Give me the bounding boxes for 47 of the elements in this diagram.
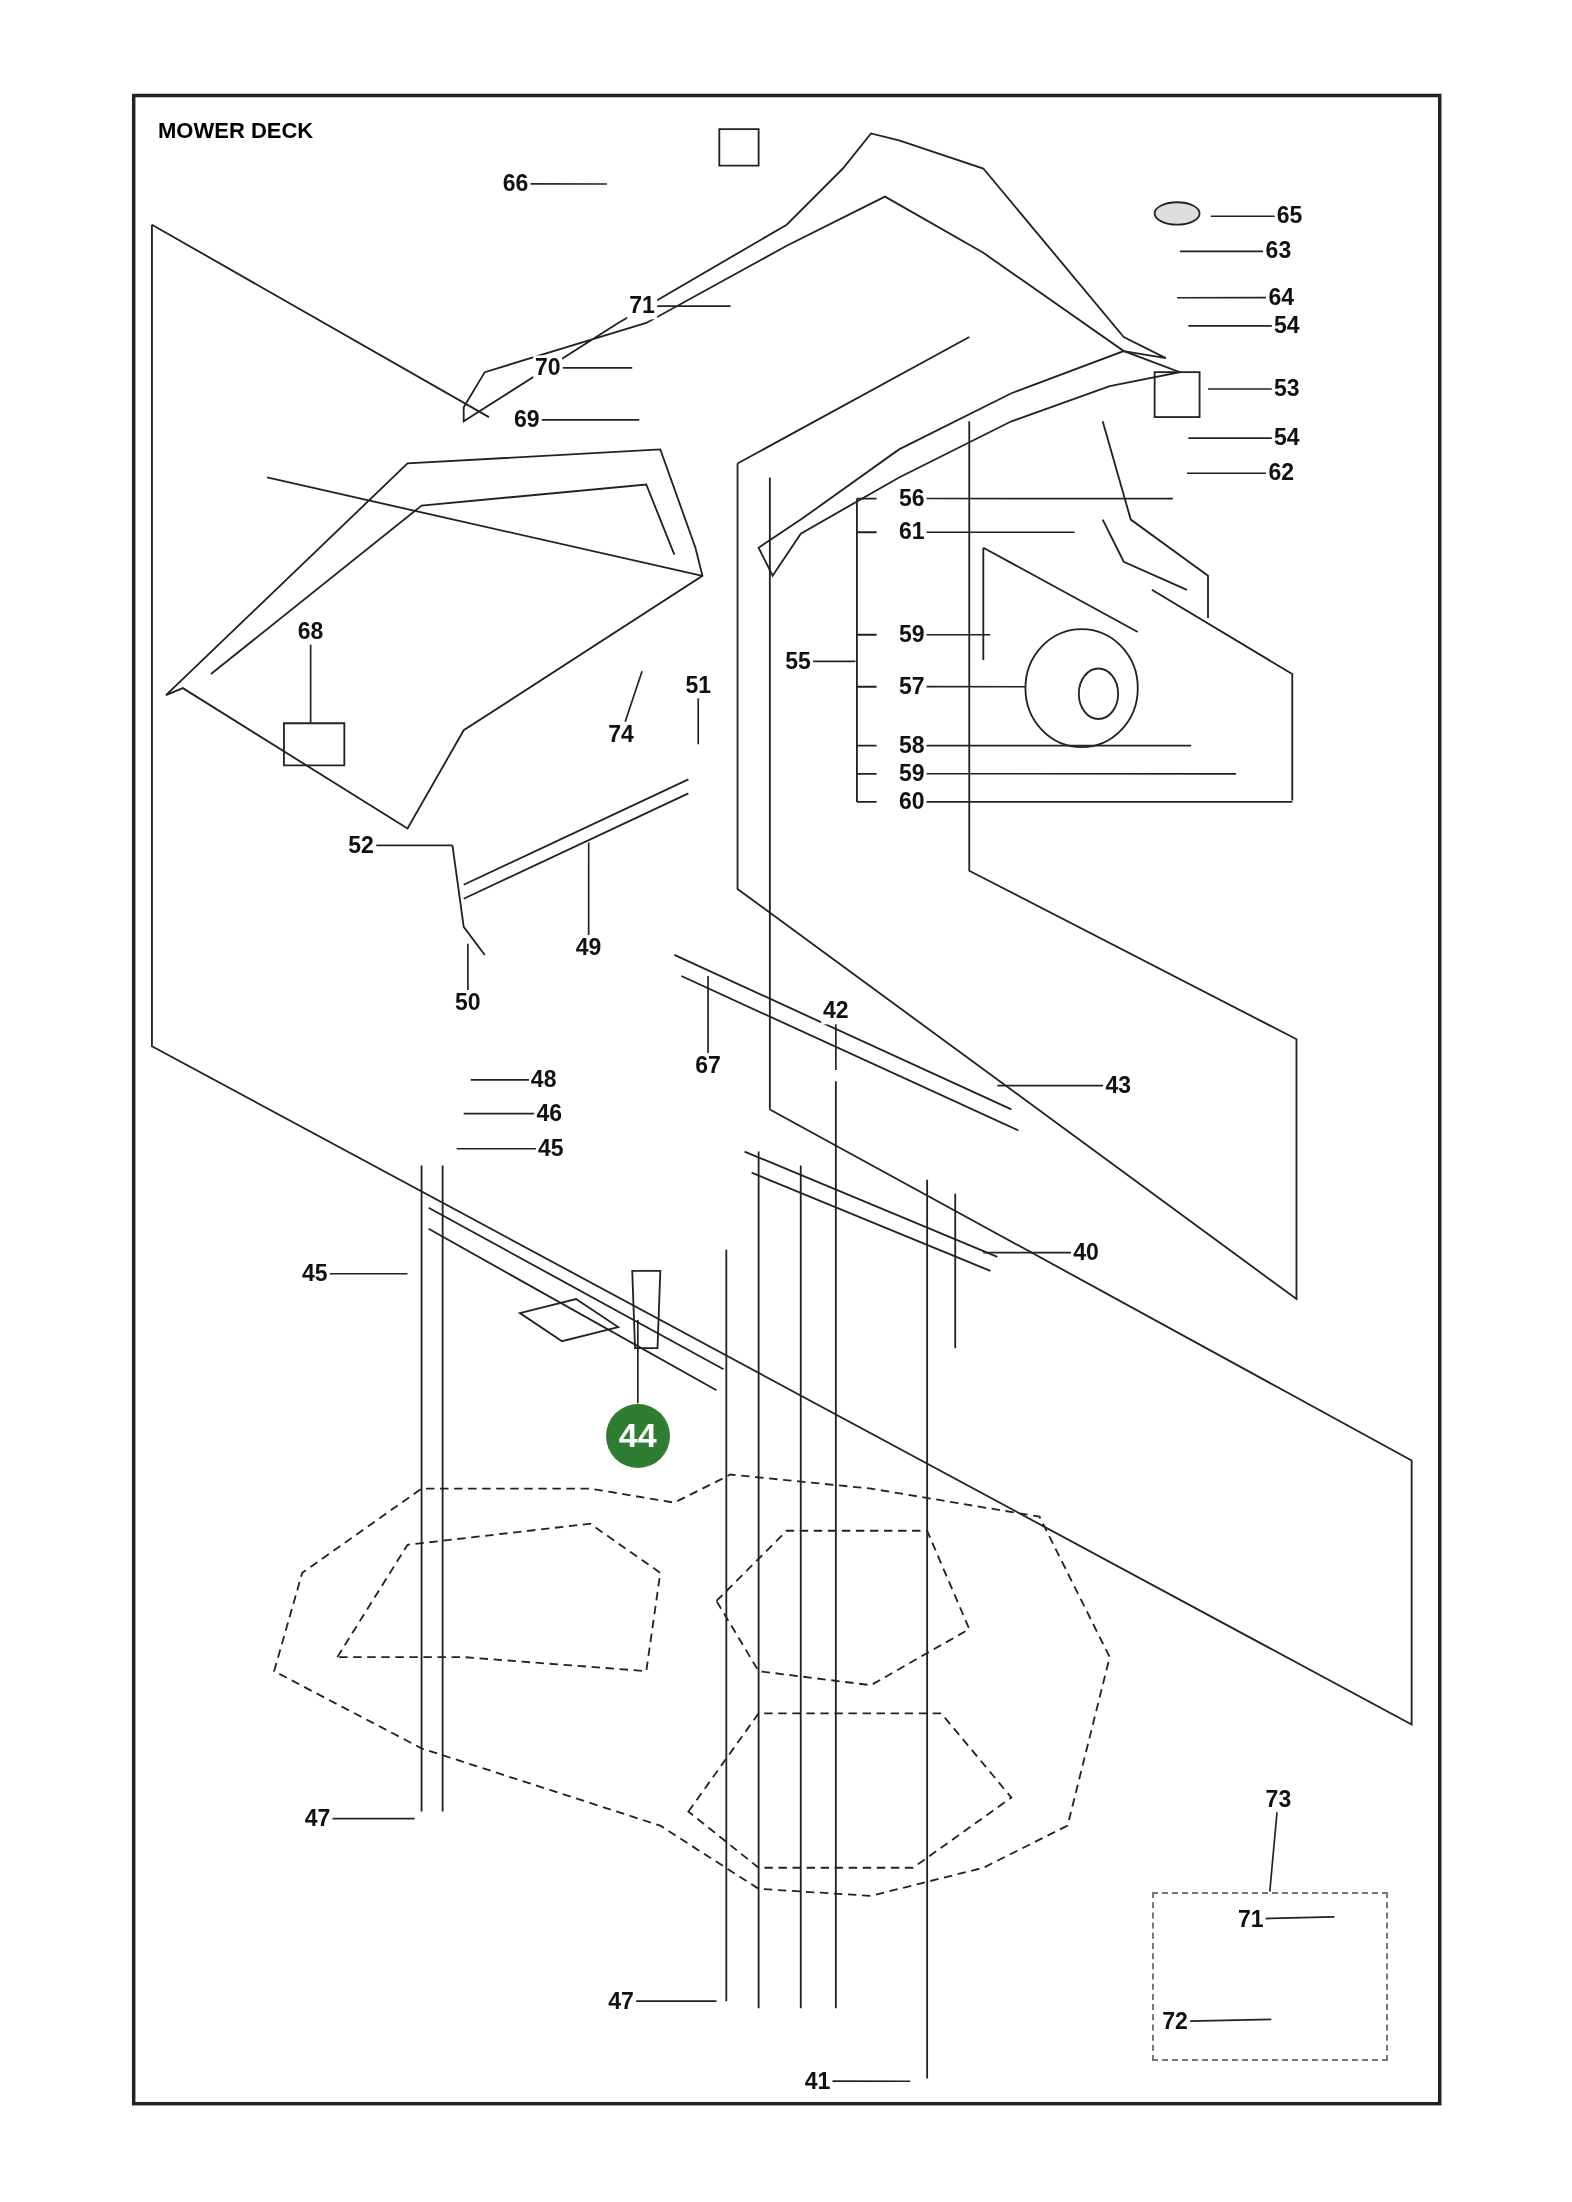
callout-number: 68 xyxy=(295,619,326,645)
leader-line xyxy=(656,305,732,307)
kit-group-box xyxy=(1151,1892,1388,2061)
leader-line xyxy=(1268,1810,1278,1893)
leader-line xyxy=(707,975,709,1055)
leader-line xyxy=(1209,215,1276,218)
callout-number: 42 xyxy=(821,998,851,1025)
leader-line xyxy=(831,2080,912,2083)
leader-line xyxy=(375,844,454,847)
leader-line xyxy=(811,660,857,663)
leader-line xyxy=(982,1251,1072,1254)
callout-number: 70 xyxy=(533,355,563,381)
leader-line xyxy=(1207,388,1273,390)
leader-line xyxy=(455,1147,537,1150)
leader-line xyxy=(1186,472,1268,475)
callout-number: 71 xyxy=(627,293,657,319)
leader-line xyxy=(1187,324,1273,327)
leader-line xyxy=(634,2000,718,2003)
leader-line xyxy=(331,1817,416,1820)
leader-line xyxy=(561,367,634,369)
leader-line xyxy=(469,1079,530,1081)
leader-line xyxy=(925,531,1076,534)
leader-line xyxy=(925,772,1237,775)
leader-line xyxy=(1187,437,1273,439)
leader-line xyxy=(925,801,1294,803)
leader-line xyxy=(925,497,1174,500)
leader-line xyxy=(309,643,312,725)
leader-line xyxy=(1179,250,1265,253)
leader-line xyxy=(328,1272,409,1275)
title: MOWER DECK xyxy=(158,118,314,144)
leader-line xyxy=(467,942,469,991)
leader-line xyxy=(1188,2018,1273,2022)
callout-number: 44 xyxy=(605,1403,670,1468)
leader-line xyxy=(925,685,1027,688)
leader-line xyxy=(925,633,992,636)
leader-line xyxy=(925,744,1192,747)
leader-line xyxy=(697,697,700,746)
leader-line xyxy=(637,1319,639,1405)
leader-line xyxy=(540,419,641,421)
leader-line xyxy=(1176,296,1268,299)
leader-line xyxy=(529,183,608,185)
leader-line xyxy=(462,1112,536,1115)
leader-line xyxy=(587,841,590,937)
leader-line xyxy=(996,1084,1105,1087)
leader-line xyxy=(1264,1916,1336,1920)
leader-line xyxy=(835,1022,837,1071)
leader-line xyxy=(624,670,643,723)
